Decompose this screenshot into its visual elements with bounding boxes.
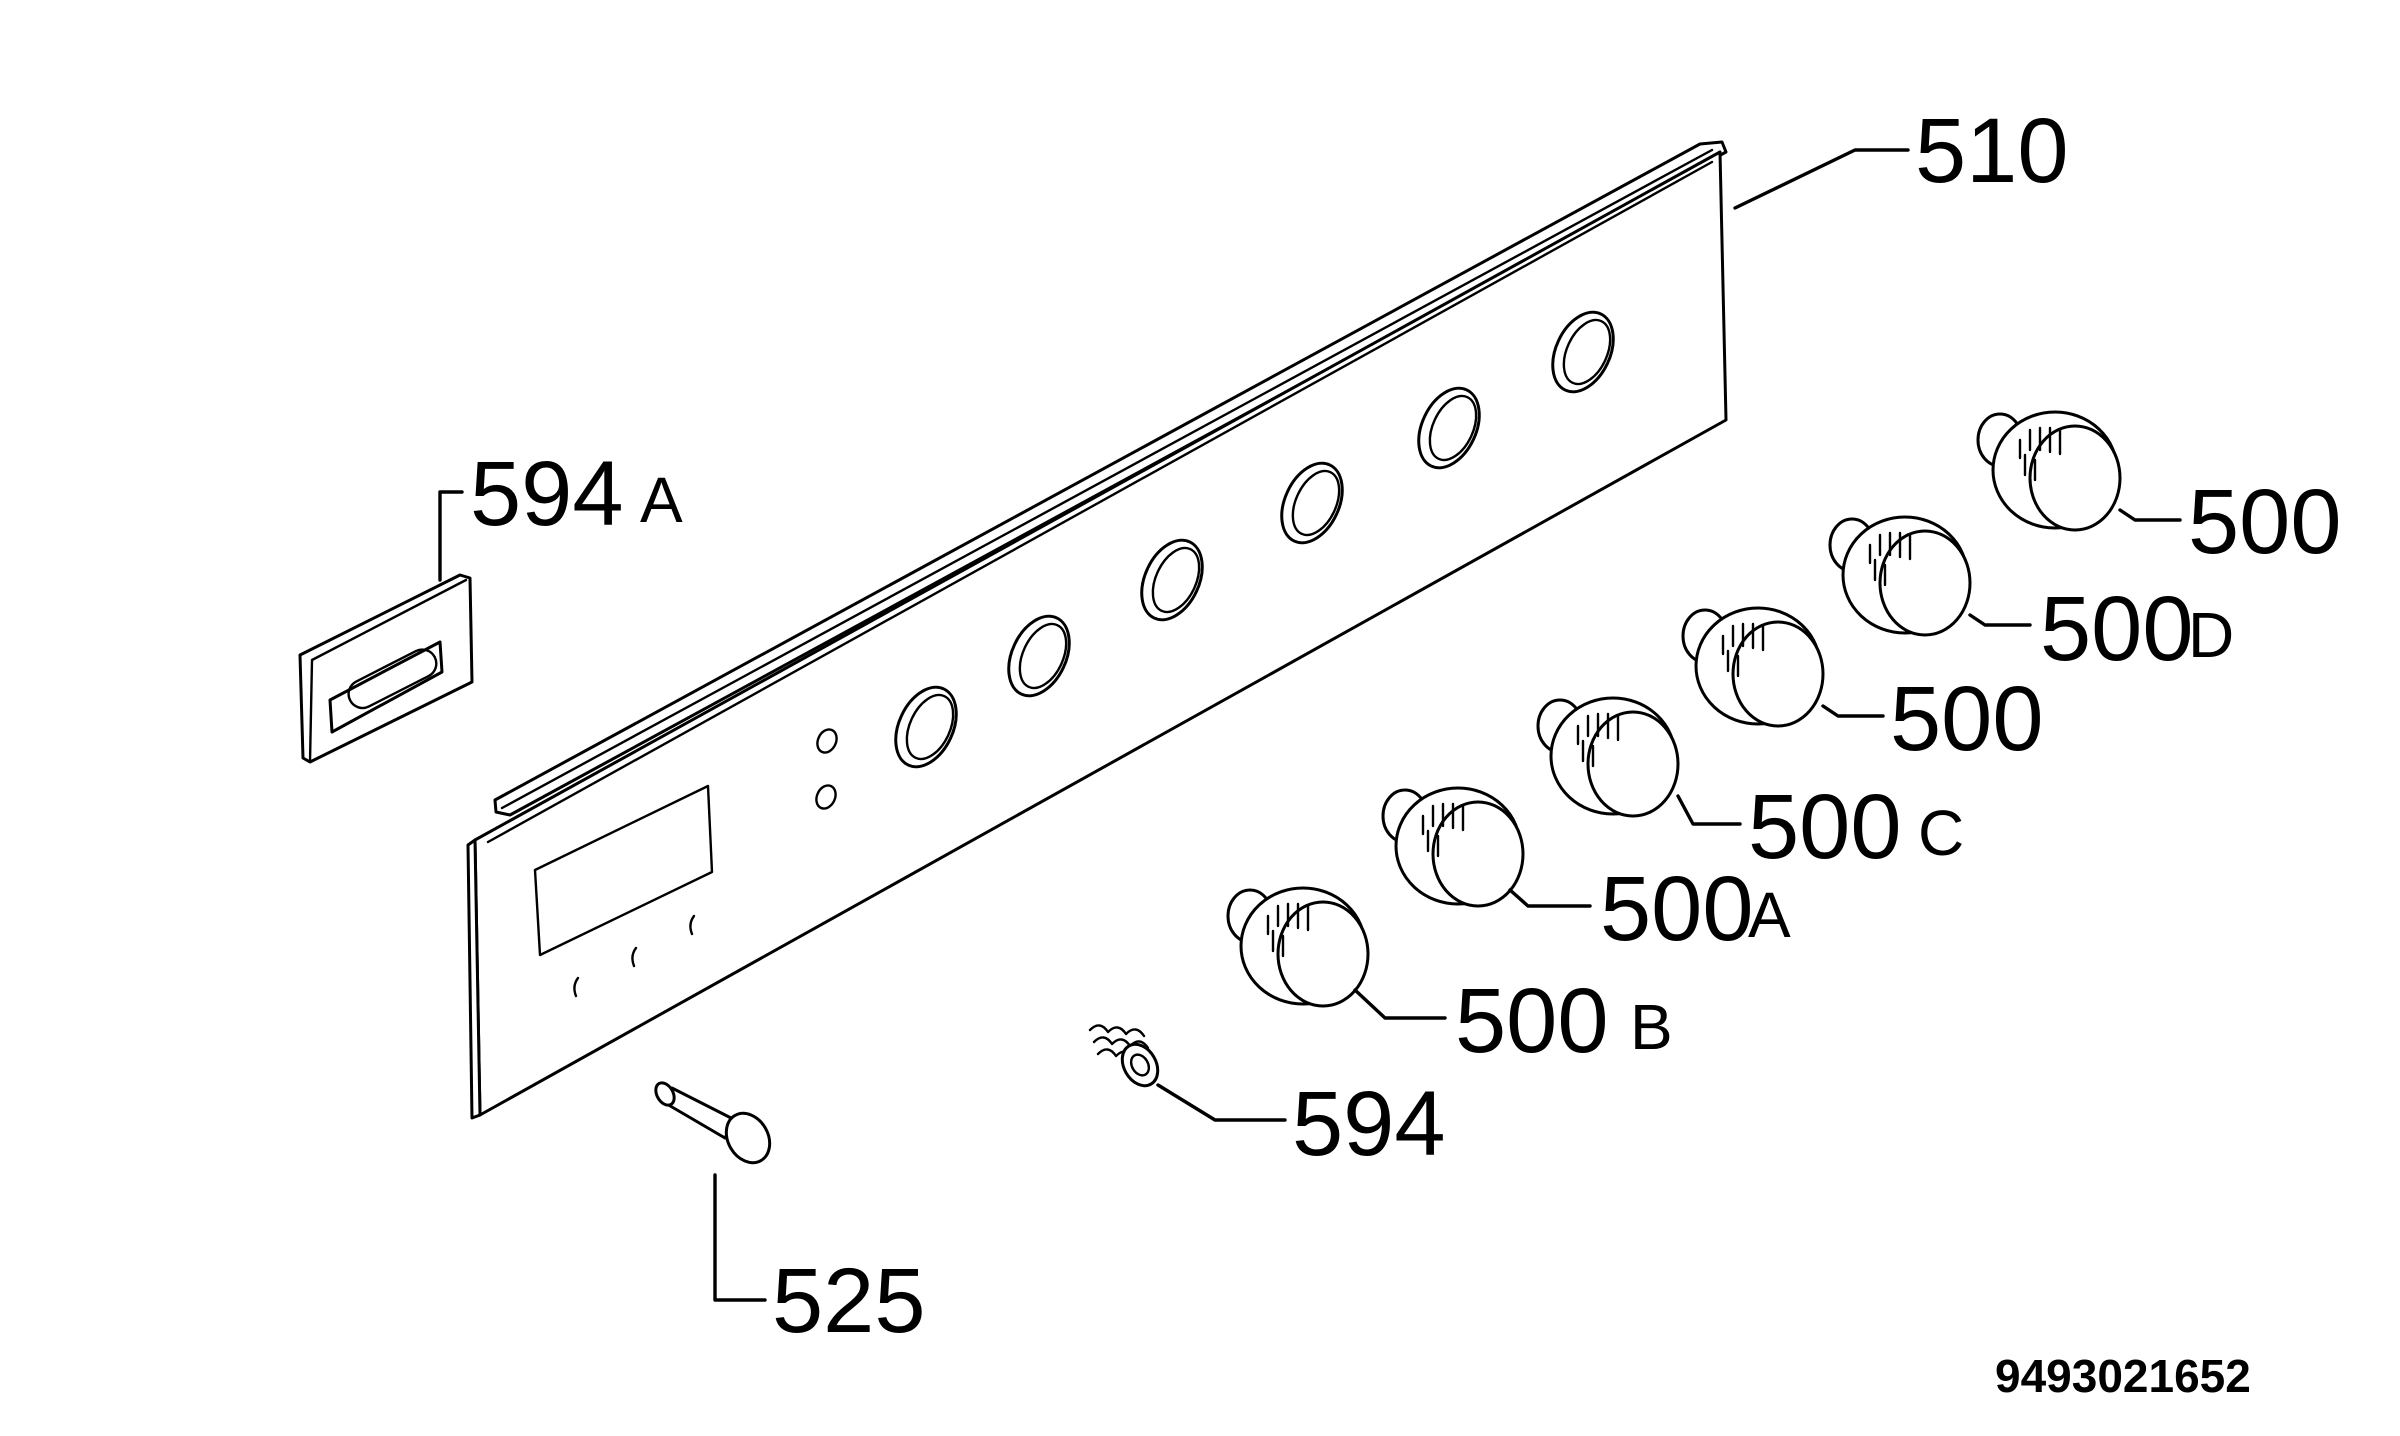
- button-mark: [573, 976, 580, 998]
- control-panel-510: [466, 140, 1910, 1120]
- label-500-top: 500: [2188, 471, 2342, 573]
- label-500a-suffix: A: [1748, 879, 1791, 951]
- knob-500c: [1536, 696, 1742, 826]
- knob-500-mid: [1681, 606, 1885, 728]
- label-500a: 500: [1600, 858, 1754, 960]
- button-mark: [631, 946, 638, 968]
- label-594a-suffix: A: [640, 464, 683, 536]
- label-500-mid: 500: [1890, 668, 2044, 770]
- knob-500d: [1828, 515, 2032, 637]
- drawing-code: 9493021652: [1995, 1350, 2251, 1402]
- spring-594: [1088, 1024, 1287, 1122]
- label-500d-suffix: D: [2188, 599, 2234, 671]
- knob-500-top: [1976, 410, 2182, 532]
- trim-strip-594a: [298, 490, 474, 764]
- knob-500b: [1226, 886, 1447, 1020]
- screw-525: [654, 1081, 772, 1302]
- indicator-hole: [815, 784, 837, 810]
- label-594a: 594: [470, 443, 624, 545]
- label-500d: 500: [2040, 578, 2194, 680]
- label-500b: 500: [1455, 970, 1609, 1072]
- knob-500a: [1381, 786, 1592, 908]
- knob-holes: [894, 310, 1615, 769]
- label-500c: 500: [1748, 776, 1902, 878]
- label-500c-suffix: C: [1918, 797, 1964, 869]
- indicator-hole: [816, 728, 838, 754]
- label-525: 525: [772, 1250, 926, 1352]
- label-594: 594: [1292, 1073, 1446, 1175]
- label-510: 510: [1915, 100, 2069, 202]
- label-500b-suffix: B: [1630, 991, 1673, 1063]
- button-mark: [689, 914, 696, 936]
